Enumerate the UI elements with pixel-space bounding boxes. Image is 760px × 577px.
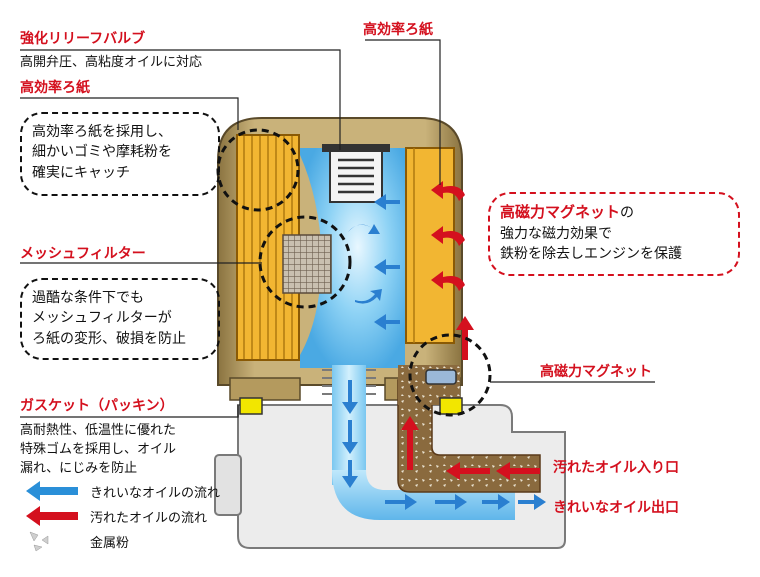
base-side-boss: [214, 454, 242, 516]
magnet-label: 高磁力マグネット: [540, 364, 652, 380]
mesh-filter-callout: 過酷な条件下でも メッシュフィルターが ろ紙の変形、破損を防止: [20, 278, 220, 360]
filter-paper-title-left: 高効率ろ紙: [20, 80, 90, 96]
magnet: [425, 369, 457, 385]
mesh-filter: [282, 234, 332, 294]
gasket-desc-line: 特殊ゴムを採用し、オイル: [20, 441, 177, 457]
gasket-title: ガスケット（パッキン）: [20, 398, 174, 414]
filter-paper-title-right: 高効率ろ紙: [363, 22, 433, 38]
relief-valve-title: 強化リリーフバルブ: [20, 31, 146, 47]
clean-oil-outlet-label: きれいなオイル出口: [553, 500, 679, 516]
filter-paper-desc-line: 確実にキャッチ: [32, 164, 130, 181]
dirty-inlet-channel: [397, 379, 541, 493]
clean-flow-arrows: [342, 194, 546, 510]
gasket-right: [439, 397, 463, 415]
mesh-filter-desc-line: メッシュフィルターが: [32, 310, 172, 327]
leader-lines: [20, 39, 655, 418]
filter-paper-callout: 高効率ろ紙を採用し、 細かいゴミや摩耗粉を 確実にキャッチ: [20, 112, 220, 196]
dirty-flow-arrows: [401, 181, 540, 480]
dirty-oil-inlet-label: 汚れたオイル入り口: [553, 460, 679, 476]
legend-red-arrow-icon: [26, 506, 78, 526]
relief-valve-spring: [338, 158, 374, 194]
mesh-filter-desc-line: ろ紙の変形、破損を防止: [32, 330, 186, 347]
magnet-callout: 高磁力マグネットの 強力な磁力効果で 鉄粉を除去しエンジンを保護: [488, 192, 740, 276]
magnet-box-desc-line: 強力な磁力効果で: [500, 225, 612, 242]
outlet-pipe: [332, 470, 515, 520]
mesh-filter-desc-line: 過酷な条件下でも: [32, 290, 144, 306]
legend-dirty-flow: 汚れたオイルの流れ: [90, 511, 208, 526]
filter-paper-desc-line: 高効率ろ紙を採用し、: [32, 124, 172, 140]
gasket-desc-line: 高耐熱性、低温性に優れた: [20, 423, 177, 438]
mesh-filter-title: メッシュフィルター: [20, 246, 146, 262]
legend-blue-arrow-icon: [26, 481, 78, 501]
legend-metal-powder: 金属粉: [90, 536, 130, 551]
magnet-box-title-suffix: の: [620, 205, 635, 221]
gasket-left: [239, 397, 263, 415]
gasket-desc-line: 漏れ、にじみを防止: [20, 460, 138, 476]
magnet-box-title: 高磁力マグネット: [500, 203, 621, 221]
legend-metal-powder-icon: [29, 531, 49, 552]
filter-paper-desc-line: 細かいゴミや摩耗粉を: [32, 144, 172, 161]
magnet-box-desc-line: 鉄粉を除去しエンジンを保護: [500, 246, 682, 263]
gasket-desc: 高耐熱性、低温性に優れた 特殊ゴムを採用し、オイル 漏れ、にじみを防止: [20, 422, 176, 479]
relief-valve-desc: 高開弁圧、高粘度オイルに対応: [20, 55, 203, 70]
filter-paper-right: [405, 147, 455, 344]
legend-clean-flow: きれいなオイルの流れ: [90, 486, 221, 501]
